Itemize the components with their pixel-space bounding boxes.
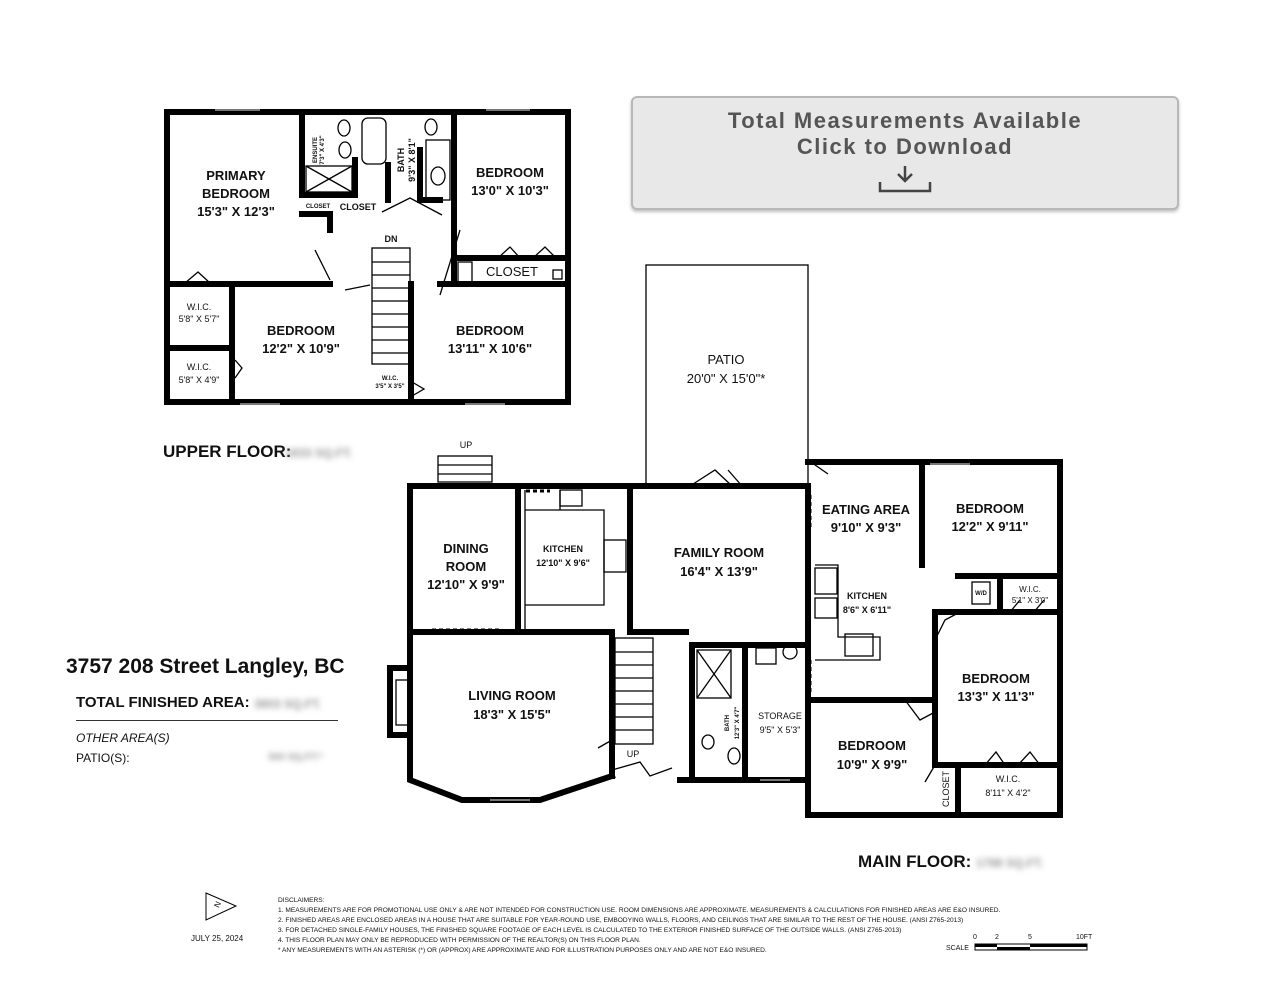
main-wic-2-dims: 8'11" X 4'2" <box>985 788 1030 798</box>
upper-floor-title: UPPER FLOOR: <box>163 442 292 461</box>
main-floor-area-blurred: 1788 SQ.FT. <box>976 856 1044 870</box>
living-room-dims: 18'3" X 15'5" <box>473 707 551 722</box>
main-up-top-label: UP <box>460 440 473 450</box>
disclaimer-2: 2. FINISHED AREAS ARE ENCLOSED AREAS IN … <box>278 917 964 924</box>
ensuite-dims: 7'3" X 4'3" <box>320 135 326 164</box>
north-compass-icon: N <box>205 892 238 921</box>
family-room-dims: 16'4" X 13'9" <box>680 564 758 579</box>
scale-bar <box>974 943 1088 951</box>
primary-bedroom-label: PRIMARY <box>206 168 266 183</box>
disclaimer-5: * ANY MEASUREMENTS WITH AN ASTERISK (*) … <box>278 947 767 954</box>
property-address: 3757 208 Street Langley, BC <box>66 655 345 678</box>
main-floor-plan: PATIO 20'0" X 15'0"* UP DINING ROOM 12'1… <box>387 264 1063 818</box>
upper-bedroom-se-dims: 13'11" X 10'6" <box>448 341 532 356</box>
upper-wic-1-dims: 5'8" X 5'7" <box>179 314 220 324</box>
upper-bedroom-mid-dims: 12'2" X 10'9" <box>262 341 340 356</box>
kitchen-a-label: KITCHEN <box>543 544 583 554</box>
upper-bedroom-ne-label: BEDROOM <box>476 165 544 180</box>
summary-divider <box>76 720 338 721</box>
upper-wic-3-dims: 3'5" X 3'5" <box>375 384 404 390</box>
main-wic-2-label: W.I.C. <box>996 774 1021 784</box>
main-bath-label: BATH <box>725 715 731 731</box>
storage-dims: 9'5" X 5'3" <box>760 725 801 735</box>
upper-wic-2-dims: 5'8" X 4'9" <box>179 375 220 385</box>
upper-closet-small: CLOSET <box>306 204 331 210</box>
scale-label: SCALE <box>946 945 969 952</box>
main-wic-1-label: W.I.C. <box>1019 585 1041 594</box>
dining-room-label-2: ROOM <box>446 559 486 574</box>
ensuite-label: ENSUITE <box>313 137 319 163</box>
main-bedroom-3-dims: 10'9" X 9'9" <box>837 757 908 772</box>
primary-bedroom-label-2: BEDROOM <box>202 186 270 201</box>
main-bedroom-1-dims: 12'2" X 9'11" <box>951 519 1028 534</box>
main-floor-label: MAIN FLOOR: <box>858 852 971 872</box>
dining-room-label: DINING <box>443 541 489 556</box>
main-bedroom-3-label: BEDROOM <box>838 738 906 753</box>
download-icon <box>878 166 932 193</box>
patio-label: PATIO <box>707 352 744 367</box>
kitchen-a-dims: 12'10" X 9'6" <box>536 558 590 568</box>
upper-bath-label: BATH <box>396 148 406 172</box>
main-closet-label: CLOSET <box>941 770 951 807</box>
download-line-1: Total Measurements Available <box>727 108 1083 133</box>
washer-dryer-label: W/D <box>975 591 987 597</box>
upper-bedroom-se-label: BEDROOM <box>456 323 524 338</box>
main-floor-title: MAIN FLOOR: <box>858 852 972 871</box>
dining-room-dims: 12'10" X 9'9" <box>427 577 505 592</box>
storage-label: STORAGE <box>758 711 802 721</box>
stairs-down-label: DN <box>385 234 398 244</box>
other-areas-label: OTHER AREA(S) <box>76 731 170 745</box>
main-up-stairs-label: UP <box>627 749 640 759</box>
upper-floor-area-blurred: 1833 SQ.FT. <box>285 446 353 460</box>
main-bath-dims: 12'3" X 4'7" <box>735 707 741 740</box>
total-finished-area-label: TOTAL FINISHED AREA: <box>76 694 250 711</box>
family-room-label: FAMILY ROOM <box>674 545 764 560</box>
upper-wic-1-label: W.I.C. <box>187 302 212 312</box>
upper-bath-dims: 9'3" X 8'1" <box>407 138 417 182</box>
upper-bedroom-mid-label: BEDROOM <box>267 323 335 338</box>
main-bedroom-1-label: BEDROOM <box>956 501 1024 516</box>
living-room-label: LIVING ROOM <box>468 688 555 703</box>
main-wic-1-dims: 5'1" X 3'0" <box>1012 596 1048 605</box>
download-line-2: Click to Download <box>796 134 1014 159</box>
eating-area-dims: 9'10" X 9'3" <box>831 520 902 535</box>
patios-label: PATIO(S): <box>76 751 130 765</box>
patios-area-blurred: 300 SQ.FT.* <box>268 752 323 763</box>
upper-wic-2-label: W.I.C. <box>187 362 212 372</box>
upper-closet-b: CLOSET <box>486 264 538 279</box>
disclaimers-block: DISCLAIMERS: 1. MEASUREMENTS ARE FOR PRO… <box>278 896 1078 956</box>
patio-dims: 20'0" X 15'0"* <box>687 371 766 386</box>
disclaimer-title: DISCLAIMERS: <box>278 897 325 904</box>
eating-area-label: EATING AREA <box>822 502 911 517</box>
scale-tick-10ft: 10FT <box>1076 934 1093 941</box>
scale-tick-2: 2 <box>995 934 999 941</box>
plan-date: JULY 25, 2024 <box>191 934 244 943</box>
upper-floor-plan: PRIMARY BEDROOM 15'3" X 12'3" ENSUITE 7'… <box>164 109 571 405</box>
upper-wic-3-label: W.I.C. <box>382 376 399 382</box>
main-bedroom-2-dims: 13'3" X 11'3" <box>957 689 1034 704</box>
scale-tick-0: 0 <box>973 934 977 941</box>
upper-floor-label: UPPER FLOOR: <box>163 442 291 462</box>
upper-bedroom-ne-dims: 13'0" X 10'3" <box>471 183 549 198</box>
disclaimer-1: 1. MEASUREMENTS ARE FOR PROMOTIONAL USE … <box>278 907 1001 914</box>
compass-n-label: N <box>212 900 223 909</box>
primary-bedroom-dims: 15'3" X 12'3" <box>197 204 275 219</box>
kitchen-b-label: KITCHEN <box>847 591 887 601</box>
disclaimer-4: 4. THIS FLOOR PLAN MAY ONLY BE REPRODUCE… <box>278 937 641 944</box>
scale-tick-5: 5 <box>1028 934 1032 941</box>
total-finished-area-blurred: 3803 SQ.FT. <box>254 697 322 711</box>
disclaimer-3: 3. FOR DETACHED SINGLE-FAMILY HOUSES, TH… <box>278 927 902 934</box>
upper-closet-a: CLOSET <box>340 202 377 212</box>
kitchen-b-dims: 8'6" X 6'11" <box>843 605 891 615</box>
download-measurements-button[interactable]: Total Measurements Available Click to Do… <box>631 96 1179 210</box>
main-bedroom-2-label: BEDROOM <box>962 671 1030 686</box>
